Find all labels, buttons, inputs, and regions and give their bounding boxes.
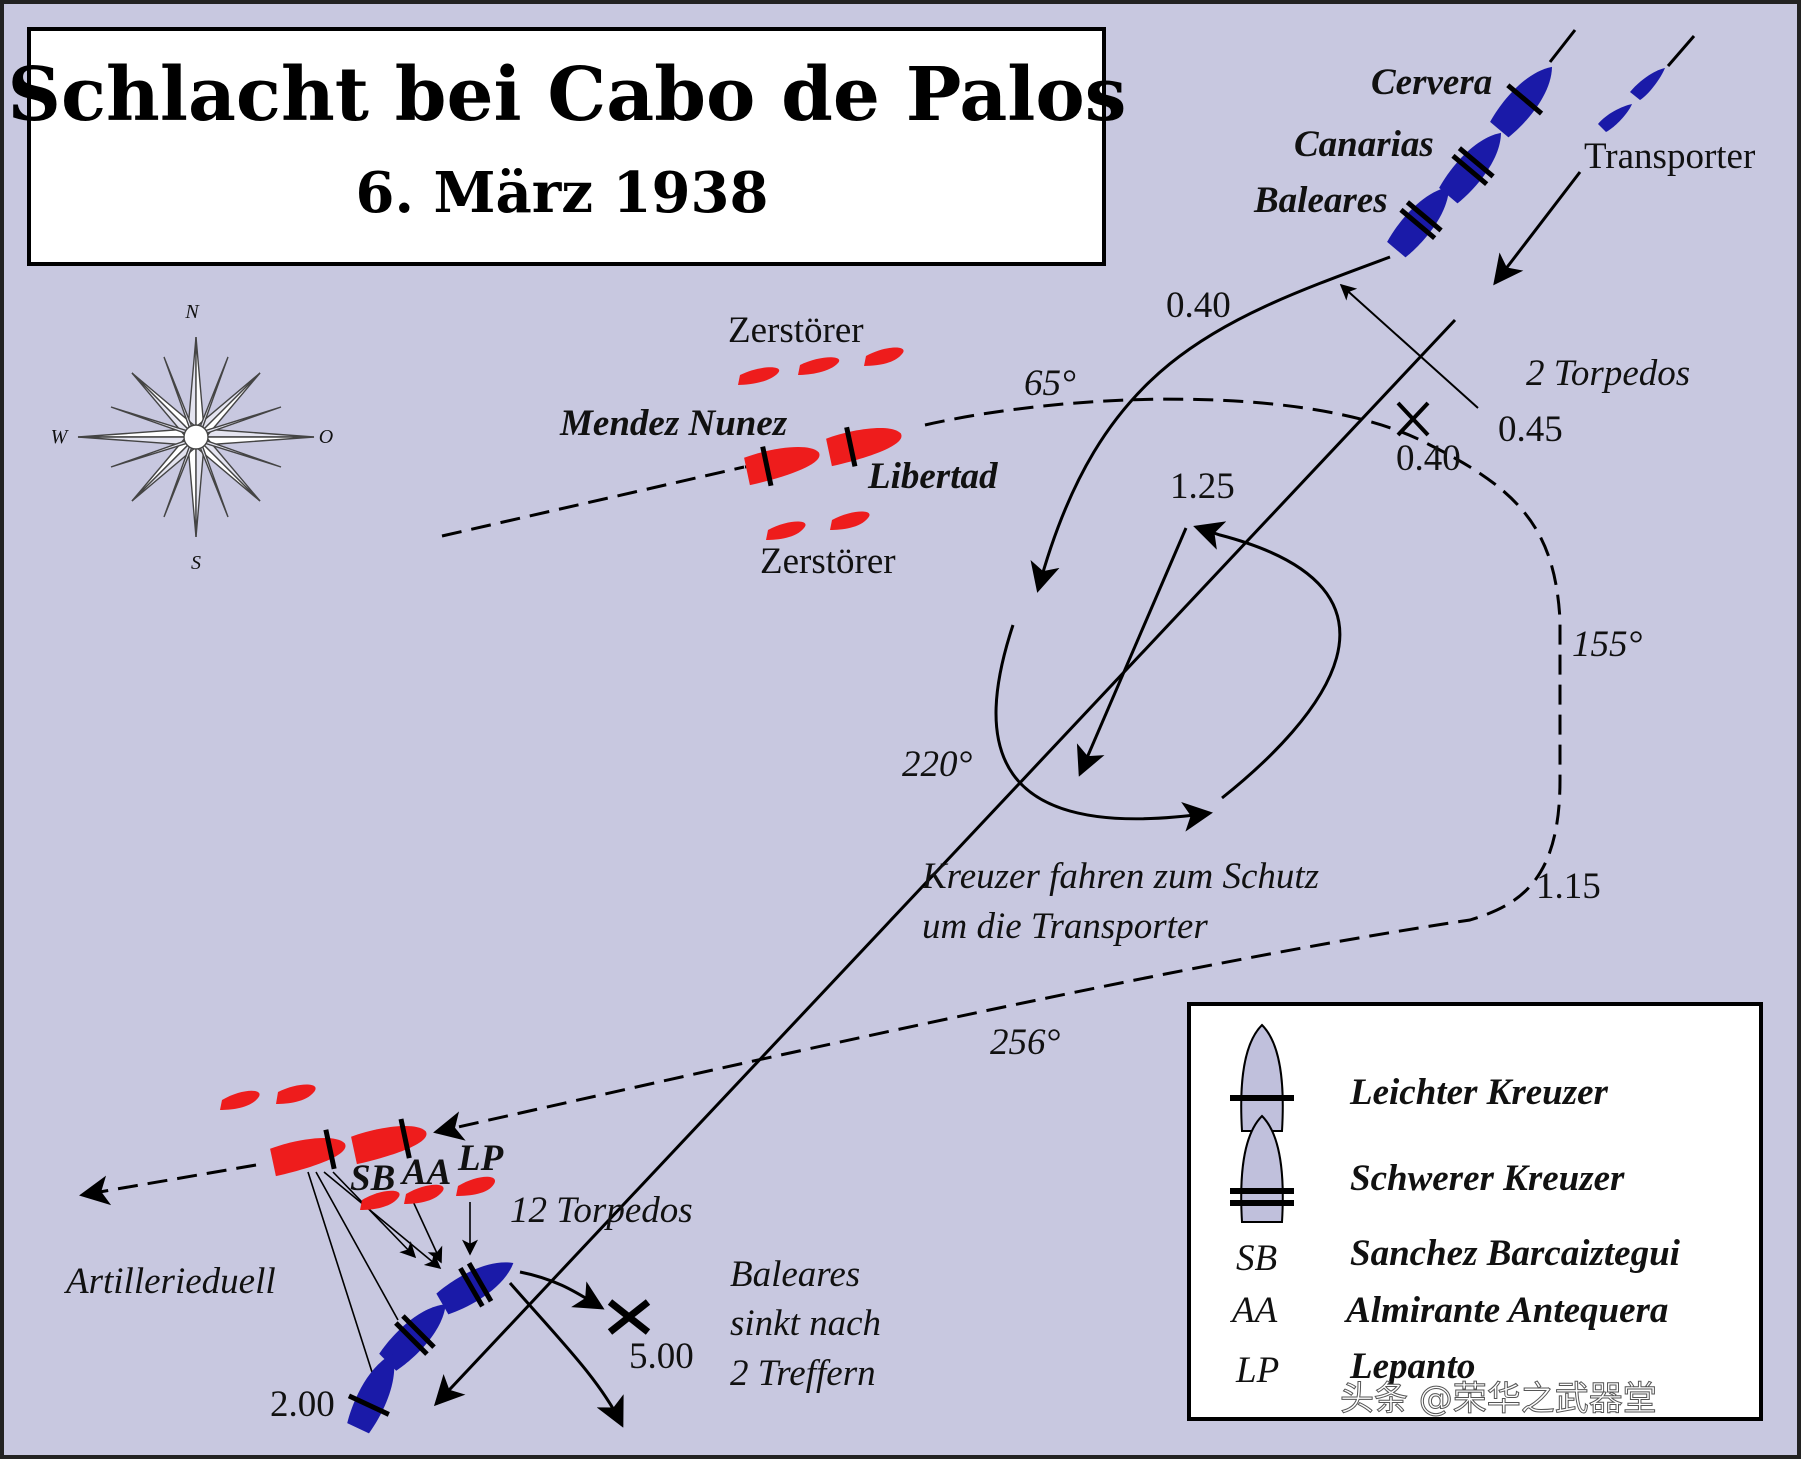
label-220deg: 220° [902,744,973,785]
label-2-torpedos: 2 Torpedos [1526,353,1690,394]
tracks [433,171,1582,1407]
label-aa: AA [400,1152,451,1193]
label-libertad: Libertad [867,456,998,497]
map-date: 6. März 1938 [356,160,769,226]
label-time-200: 2.00 [270,1384,335,1425]
destroyer-icon [798,357,840,375]
label-mendez-nunez: Mendez Nunez [559,403,788,444]
compass-w: W [51,426,70,448]
watermark: 头条 @荣华之武器堂 [1340,1379,1657,1419]
label-lp: LP [457,1138,504,1179]
sink-marker-top-icon [1396,401,1430,437]
legend-lp-abbr: LP [1235,1350,1279,1391]
label-time-500: 5.00 [629,1336,694,1377]
canarias-final-ship-icon [379,1304,446,1371]
map-labels: Cervera Canarias Baleares Transporter 0.… [63,62,1755,1425]
label-time-115: 1.15 [1536,866,1601,907]
cervera-ship-icon [1490,66,1552,138]
label-sb: SB [350,1158,395,1199]
republican-track [79,397,1562,1206]
label-time-040-top: 0.40 [1166,285,1231,326]
torpedo-arrow-2 [1339,283,1479,409]
label-65deg: 65° [1024,363,1076,404]
label-zerstoerer-top: Zerstörer [728,310,864,351]
transporter-dashes [1548,29,1696,67]
transporter-track [433,318,1457,1407]
final-arrows [508,1270,624,1428]
nationalist-ships [347,66,1665,1434]
cruiser-track-inner [1076,527,1188,777]
label-12-torpedos: 12 Torpedos [510,1190,693,1231]
label-cruiser-line2: um die Transporter [922,906,1208,947]
label-cruiser-line1: Kreuzer fahren zum Schutz [921,856,1319,897]
legend-heavy-label: Schwerer Kreuzer [1350,1158,1625,1199]
destroyer-icon [738,367,780,385]
cruiser-track-loop-a [1030,255,1391,593]
cervera-final-ship-icon [347,1353,395,1434]
destroyer-icon [276,1084,316,1104]
compass-rose-icon: N S W O [51,301,334,574]
libertad-ship-icon [826,426,902,467]
libertad-final-ship-icon [351,1118,427,1165]
label-zerstoerer-bottom: Zerstörer [760,541,896,582]
sink-marker-baleares-icon [607,1299,651,1335]
aa-destroyer-icon [404,1184,444,1204]
label-time-040-mid: 0.40 [1396,438,1461,479]
label-155deg: 155° [1572,624,1643,665]
legend-heavy-cruiser-icon [1230,1114,1294,1223]
label-sink-line3: 2 Treffern [730,1353,876,1394]
destroyer-icon [864,347,904,366]
torpedo-fan [307,1171,478,1373]
label-transporter: Transporter [1584,136,1755,177]
label-256deg: 256° [990,1022,1061,1063]
compass-s: S [191,552,201,574]
compass-o: O [319,426,333,448]
destroyer-icon [220,1090,260,1110]
label-baleares: Baleares [1253,180,1388,221]
title-box: Schlacht bei Cabo de Palos 6. März 1938 [8,27,1127,266]
label-sink-line1: Baleares [730,1254,860,1295]
legend-aa-abbr: AA [1229,1290,1278,1331]
transporter-ship-icon [1598,104,1632,132]
transporter-ship-icon [1630,68,1665,100]
legend-aa-name: Almirante Antequera [1344,1290,1668,1331]
label-canarias: Canarias [1294,124,1434,165]
lp-destroyer-icon [456,1176,496,1196]
republican-ships [220,347,904,1210]
legend-light-label: Leichter Kreuzer [1349,1072,1609,1113]
legend-lp-name: Lepanto [1349,1346,1475,1387]
baleares-ship-icon [1387,186,1449,258]
legend: Leichter Kreuzer Schwerer Kreuzer SB San… [1187,1002,1763,1421]
destroyer-icon [766,521,806,540]
map-title: Schlacht bei Cabo de Palos [8,52,1127,138]
mendez-nunez-final-ship-icon [270,1129,346,1177]
sb-destroyer-icon [360,1190,400,1210]
mendez-nunez-ship-icon [744,446,820,487]
legend-sb-name: Sanchez Barcaiztegui [1350,1233,1681,1274]
canarias-ship-icon [1439,132,1501,204]
cruiser-track-loop-b [994,624,1213,832]
label-artillerieduell: Artillerieduell [63,1261,276,1302]
compass-n: N [184,301,200,323]
legend-sb-abbr: SB [1236,1238,1277,1279]
cruiser-track-loop-c [1193,521,1342,800]
label-cervera: Cervera [1371,62,1492,103]
label-time-125: 1.25 [1170,466,1235,507]
label-sink-line2: sinkt nach [730,1303,881,1344]
destroyer-icon [830,511,870,530]
label-time-045: 0.45 [1498,409,1563,450]
fleet-diagonal [1493,171,1582,286]
baleares-sinking-ship-icon [436,1261,514,1315]
